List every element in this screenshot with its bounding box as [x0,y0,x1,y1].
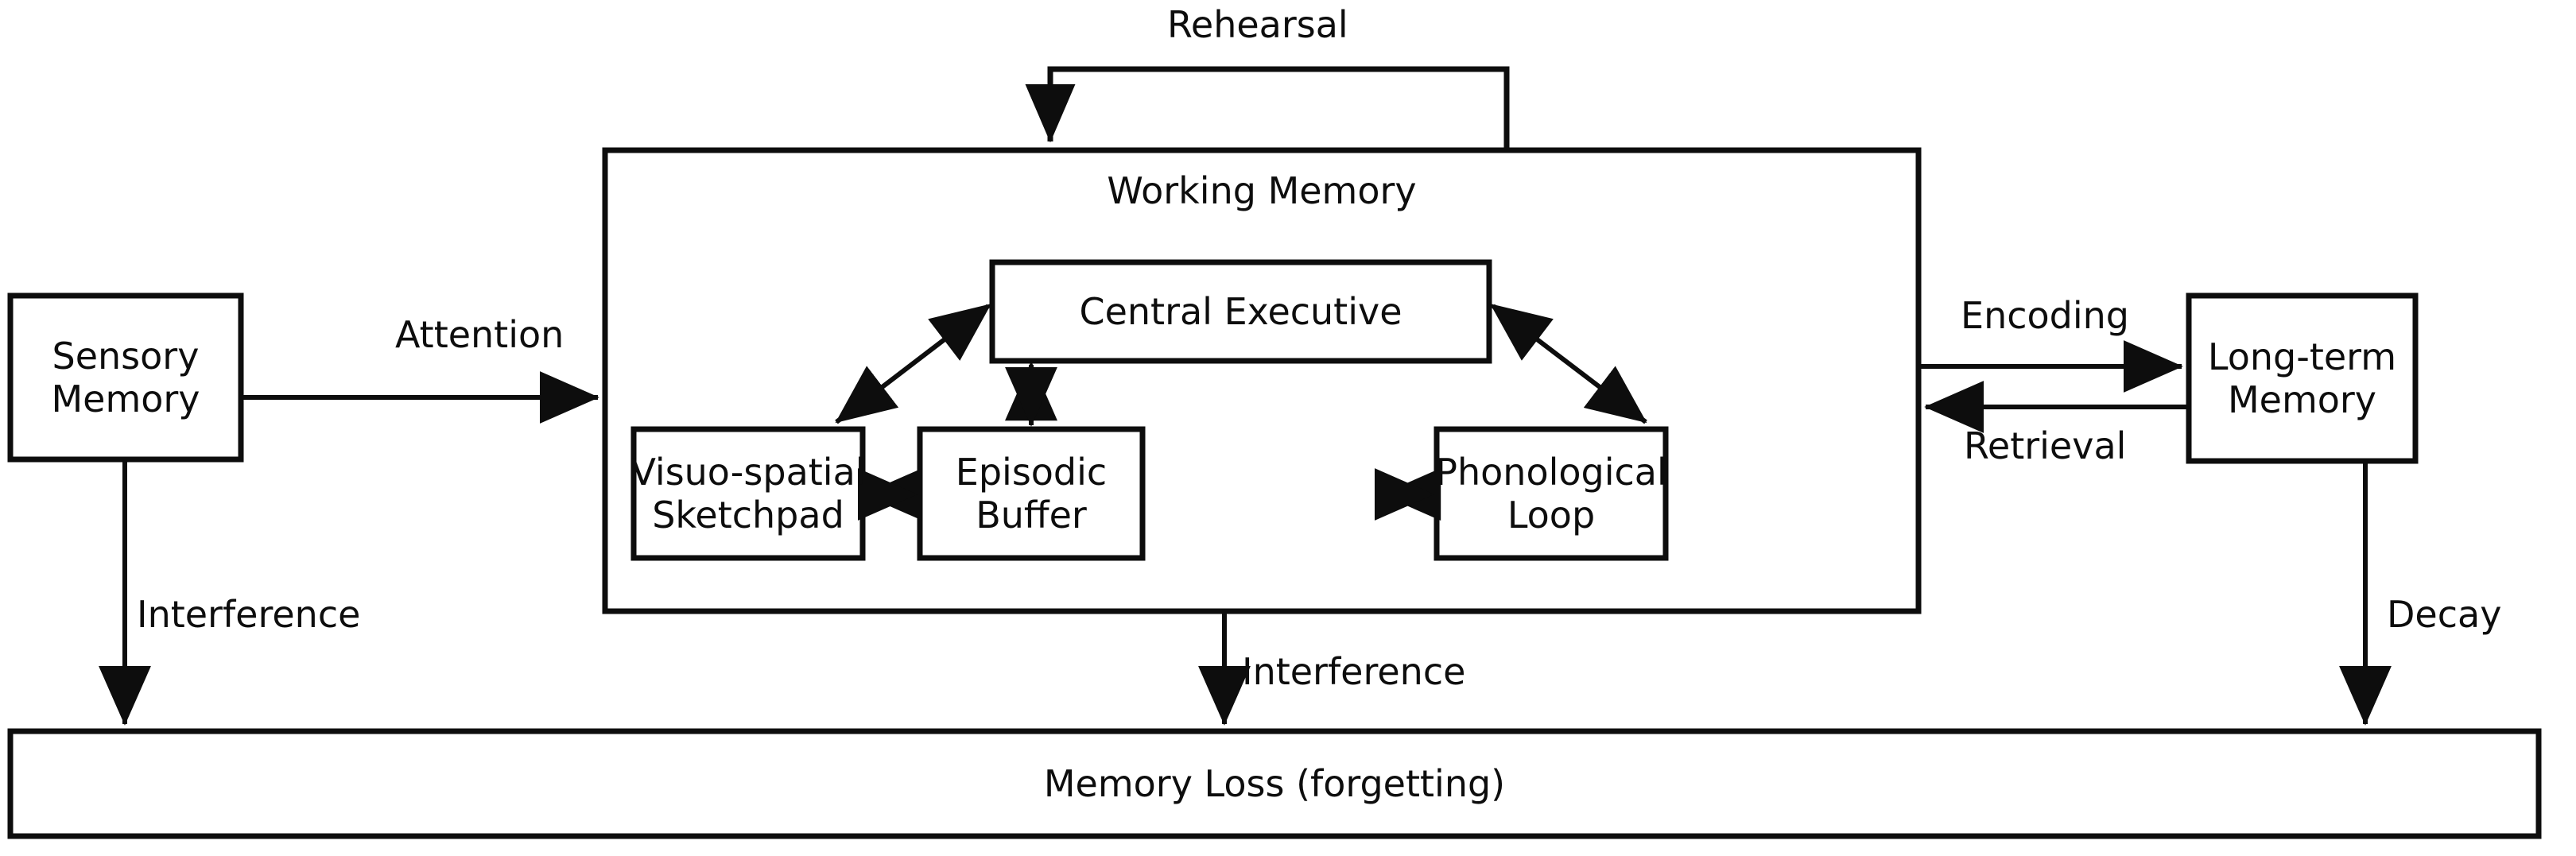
memory-loss-node[interactable] [10,731,2539,836]
central-executive-box[interactable] [989,259,1492,364]
long-term-memory-node[interactable] [2189,296,2415,461]
central-executive-to-phonological-loop-arrow [1490,304,1647,424]
visuospatial-sketchpad-node[interactable] [634,429,863,558]
central-executive-node[interactable] [992,262,1489,361]
sensory-memory-node[interactable] [10,296,241,459]
phonological-loop-node[interactable] [1437,429,1666,558]
working-memory-box[interactable] [602,147,1922,614]
episodic-buffer-node[interactable] [920,429,1143,558]
central-executive-to-sketchpad-arrow [835,304,991,424]
long-term-memory-box[interactable] [2186,292,2419,464]
rehearsal-arrow [1025,66,1510,150]
memory-loss-box[interactable] [7,728,2542,839]
